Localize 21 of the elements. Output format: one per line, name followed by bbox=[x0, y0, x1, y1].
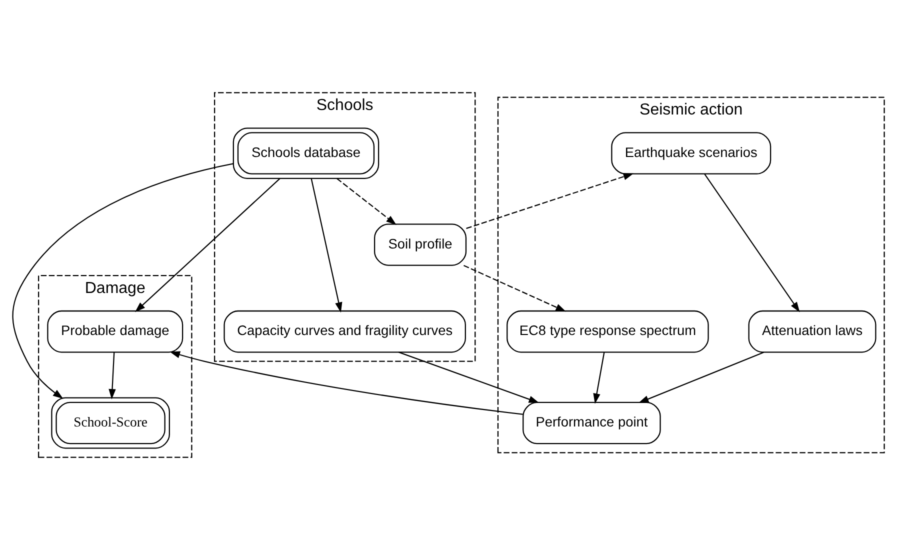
arrow bbox=[464, 264, 566, 312]
node-box: Schools database bbox=[232, 128, 380, 179]
node-box: Earthquake scenarios bbox=[611, 132, 772, 174]
arrow bbox=[12, 163, 234, 399]
arrow bbox=[108, 352, 116, 400]
node-box: Capacity curves and fragility curves bbox=[224, 310, 466, 353]
arrow bbox=[638, 352, 764, 403]
arrow bbox=[336, 178, 396, 225]
arrow bbox=[310, 178, 342, 313]
arrow bbox=[593, 352, 605, 404]
arrow bbox=[134, 178, 280, 312]
node-box: Performance point bbox=[522, 402, 661, 444]
arrow bbox=[170, 351, 523, 415]
node-box: Attenuation laws bbox=[748, 310, 876, 353]
arrow bbox=[466, 173, 634, 229]
node-box: School-Score bbox=[51, 397, 170, 449]
node-box: Probable damage bbox=[47, 310, 184, 353]
arrow bbox=[704, 174, 800, 312]
arrow bbox=[398, 352, 540, 403]
node-box: EC8 type response spectrum bbox=[506, 310, 709, 353]
node-box: Soil profile bbox=[374, 224, 467, 266]
